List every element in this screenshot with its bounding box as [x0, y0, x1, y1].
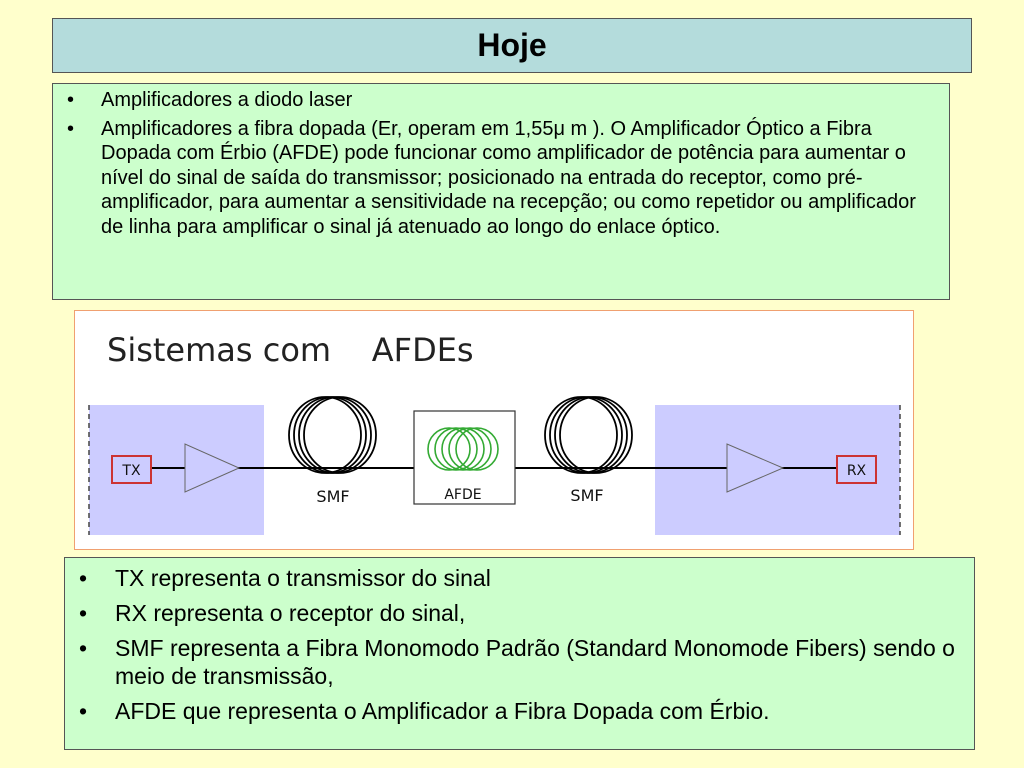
page-title: Hoje [477, 27, 547, 63]
list-item-text: Amplificadores a fibra dopada (Er, opera… [101, 117, 554, 140]
list-item-text: AFDE que representa o Amplificador a Fib… [115, 698, 770, 724]
list-item: • SMF representa a Fibra Monomodo Padrão… [73, 634, 956, 690]
rx-box [836, 455, 877, 484]
title-bar: Hoje [52, 18, 972, 73]
afde-box [413, 410, 516, 505]
smf-right-label: SMF [570, 486, 603, 505]
afde-coil-icon [427, 427, 499, 471]
afde-system-diagram: Sistemas com AFDEs TX SMF [74, 310, 914, 550]
bullet: • [79, 698, 88, 724]
mu-symbol: μ [553, 117, 565, 140]
list-item: • Amplificadores a diodo laser [61, 88, 931, 113]
preamplifier-icon [726, 443, 785, 493]
rx-label: RX [847, 463, 867, 479]
bullet: • [79, 635, 88, 661]
smf-left-coil-icon [288, 396, 377, 474]
amplifier-types-box: • Amplificadores a diodo laser • Amplifi… [52, 83, 950, 300]
list-item-text: Amplificadores a diodo laser [101, 89, 353, 111]
list-item-text-cont: m ). O Amplificador Óptico a Fibra Dopad… [101, 117, 916, 238]
amplifier-types-list: • Amplificadores a diodo laser • Amplifi… [61, 88, 931, 239]
list-item: • Amplificadores a fibra dopada (Er, ope… [61, 117, 931, 240]
bullet: • [67, 89, 75, 111]
list-item: • TX representa o transmissor do sinal [73, 564, 956, 592]
list-item-text: RX representa o receptor do sinal, [115, 600, 466, 626]
afde-label: AFDE [444, 487, 481, 503]
list-item: • RX representa o receptor do sinal, [73, 599, 956, 627]
list-item-text: SMF representa a Fibra Monomodo Padrão (… [115, 635, 955, 689]
tx-box [111, 455, 152, 484]
bullet: • [67, 117, 75, 140]
legend-box: • TX representa o transmissor do sinal •… [64, 557, 975, 750]
smf-left-label: SMF [316, 487, 349, 506]
legend-list: • TX representa o transmissor do sinal •… [73, 564, 956, 725]
list-item: • AFDE que representa o Amplificador a F… [73, 697, 956, 725]
booster-amplifier-icon [184, 443, 241, 493]
diagram-heading: Sistemas com AFDEs [107, 331, 474, 369]
tx-label: TX [121, 463, 141, 479]
bullet: • [79, 600, 88, 626]
smf-right-coil-icon [544, 396, 633, 474]
bullet: • [79, 565, 88, 591]
list-item-text: TX representa o transmissor do sinal [115, 565, 491, 591]
